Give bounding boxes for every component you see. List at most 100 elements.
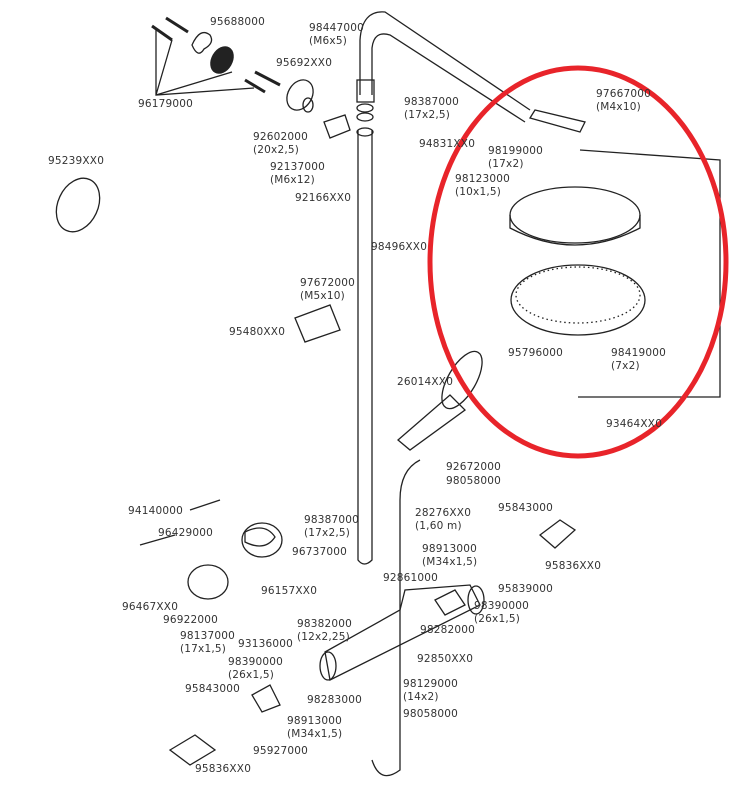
- part-label-95836XX0-right: 95836XX0: [545, 560, 601, 573]
- part-label-97667000: 97667000(M4x10): [596, 88, 651, 114]
- part-number: 98137000: [180, 630, 236, 642]
- part-number: 95836XX0: [195, 763, 252, 775]
- part-label-92137000: 92137000(M6x12): [270, 161, 325, 187]
- part-number: 95839000: [498, 583, 554, 595]
- part-label-98199000: 98199000(17x2): [488, 145, 543, 171]
- part-label-98387000-mid: 98387000(17x2,5): [304, 514, 359, 540]
- part-number: 96467XX0: [122, 601, 179, 613]
- part-number: 98123000: [455, 173, 511, 185]
- part-number: 98390000: [228, 656, 284, 668]
- part-label-98913000-left: 98913000(M34x1,5): [287, 715, 342, 741]
- part-number: 98382000: [297, 618, 353, 630]
- part-label-96179000: 96179000: [138, 98, 193, 111]
- part-number: 98387000: [304, 514, 360, 526]
- part-label-98137000: 98137000(17x1,5): [180, 630, 235, 656]
- part-size: (14x2): [403, 691, 439, 703]
- part-label-95480XX0: 95480XX0: [229, 326, 285, 339]
- part-number: 98058000: [403, 708, 459, 720]
- part-label-28276XX0: 28276XX0(1,60 m): [415, 507, 471, 533]
- part-number: 26014XX0: [397, 376, 454, 388]
- part-label-98496XX0: 98496XX0: [371, 241, 427, 254]
- part-label-92166XX0: 92166XX0: [295, 192, 351, 205]
- part-size: (26x1,5): [228, 669, 275, 681]
- part-number: 95927000: [253, 745, 309, 757]
- part-number: 95843000: [185, 683, 241, 695]
- part-label-95927000: 95927000: [253, 745, 308, 758]
- part-label-98282000: 98282000: [420, 624, 475, 637]
- highlight-ellipse: [427, 65, 729, 459]
- part-label-96157XX0: 96157XX0: [261, 585, 317, 598]
- part-number: 98390000: [474, 600, 530, 612]
- part-size: (10x1,5): [455, 186, 502, 198]
- part-number: 98282000: [420, 624, 476, 636]
- part-number: 98283000: [307, 694, 363, 706]
- part-label-95839000: 95839000: [498, 583, 553, 596]
- part-label-98913000-right: 98913000(M34x1,5): [422, 543, 477, 569]
- part-label-93136000: 93136000: [238, 638, 293, 651]
- part-number: 95688000: [210, 16, 266, 28]
- part-number: 95480XX0: [229, 326, 286, 338]
- part-size: (M34x1,5): [287, 728, 343, 740]
- part-size: (17x2,5): [404, 109, 451, 121]
- part-number: 98129000: [403, 678, 459, 690]
- part-label-97672000: 97672000(M5x10): [300, 277, 355, 303]
- rosette: [55, 177, 101, 233]
- part-size: (7x2): [611, 360, 640, 372]
- part-size: (M34x1,5): [422, 556, 478, 568]
- part-label-96429000: 96429000: [158, 527, 213, 540]
- part-number: 95843000: [498, 502, 554, 514]
- part-label-96737000: 96737000: [292, 546, 347, 559]
- part-number: 92850XX0: [417, 653, 474, 665]
- part-size: (12x2,25): [297, 631, 350, 643]
- part-number: 95796000: [508, 347, 564, 359]
- part-size: (26x1,5): [474, 613, 521, 625]
- part-number: 92602000: [253, 131, 309, 143]
- part-label-92850XX0: 92850XX0: [417, 653, 473, 666]
- part-number: 98496XX0: [371, 241, 428, 253]
- part-label-98447000: 98447000(M6x5): [309, 22, 364, 48]
- part-number: 98387000: [404, 96, 460, 108]
- part-number: 92166XX0: [295, 192, 352, 204]
- part-number: 96922000: [163, 614, 219, 626]
- part-size: (17x2): [488, 158, 524, 170]
- part-number: 93136000: [238, 638, 294, 650]
- part-number: 92137000: [270, 161, 326, 173]
- part-size: (M6x12): [270, 174, 315, 186]
- part-label-94140000: 94140000: [128, 505, 183, 518]
- part-number: 96737000: [292, 546, 348, 558]
- hand-shower: [294, 304, 483, 777]
- part-label-98058000-bottom: 98058000: [403, 708, 458, 721]
- part-number: 92672000: [446, 461, 502, 473]
- part-size: (M6x5): [309, 35, 348, 47]
- part-number: 98058000: [446, 475, 502, 487]
- part-label-93464XX0: 93464XX0: [606, 418, 662, 431]
- part-number: 96429000: [158, 527, 214, 539]
- part-label-96922000: 96922000: [163, 614, 218, 627]
- part-label-92861000: 92861000: [383, 572, 438, 585]
- part-number: 96179000: [138, 98, 194, 110]
- part-number: 94140000: [128, 505, 184, 517]
- part-label-98390000-right: 98390000(26x1,5): [474, 600, 529, 626]
- part-label-98283000: 98283000: [307, 694, 362, 707]
- part-number: 95836XX0: [545, 560, 602, 572]
- part-label-98387000-top: 98387000(17x2,5): [404, 96, 459, 122]
- part-label-98390000-left: 98390000(26x1,5): [228, 656, 283, 682]
- part-number: 97667000: [596, 88, 652, 100]
- part-label-95836XX0-left: 95836XX0: [195, 763, 251, 776]
- part-number: 95239XX0: [48, 155, 105, 167]
- wall-bracket: [151, 16, 351, 139]
- part-label-26014XX0: 26014XX0: [397, 376, 453, 389]
- part-size: (1,60 m): [415, 520, 462, 532]
- part-size: (M5x10): [300, 290, 345, 302]
- part-label-95688000: 95688000: [210, 16, 265, 29]
- part-label-98382000: 98382000(12x2,25): [297, 618, 352, 644]
- part-number: 92861000: [383, 572, 439, 584]
- part-label-98419000: 98419000(7x2): [611, 347, 666, 373]
- part-label-92672000: 92672000: [446, 461, 501, 474]
- part-label-95843000-right: 95843000: [498, 502, 553, 515]
- riser-pipe: [356, 11, 531, 565]
- part-label-94831XX0: 94831XX0: [419, 138, 475, 151]
- part-number: 98447000: [309, 22, 365, 34]
